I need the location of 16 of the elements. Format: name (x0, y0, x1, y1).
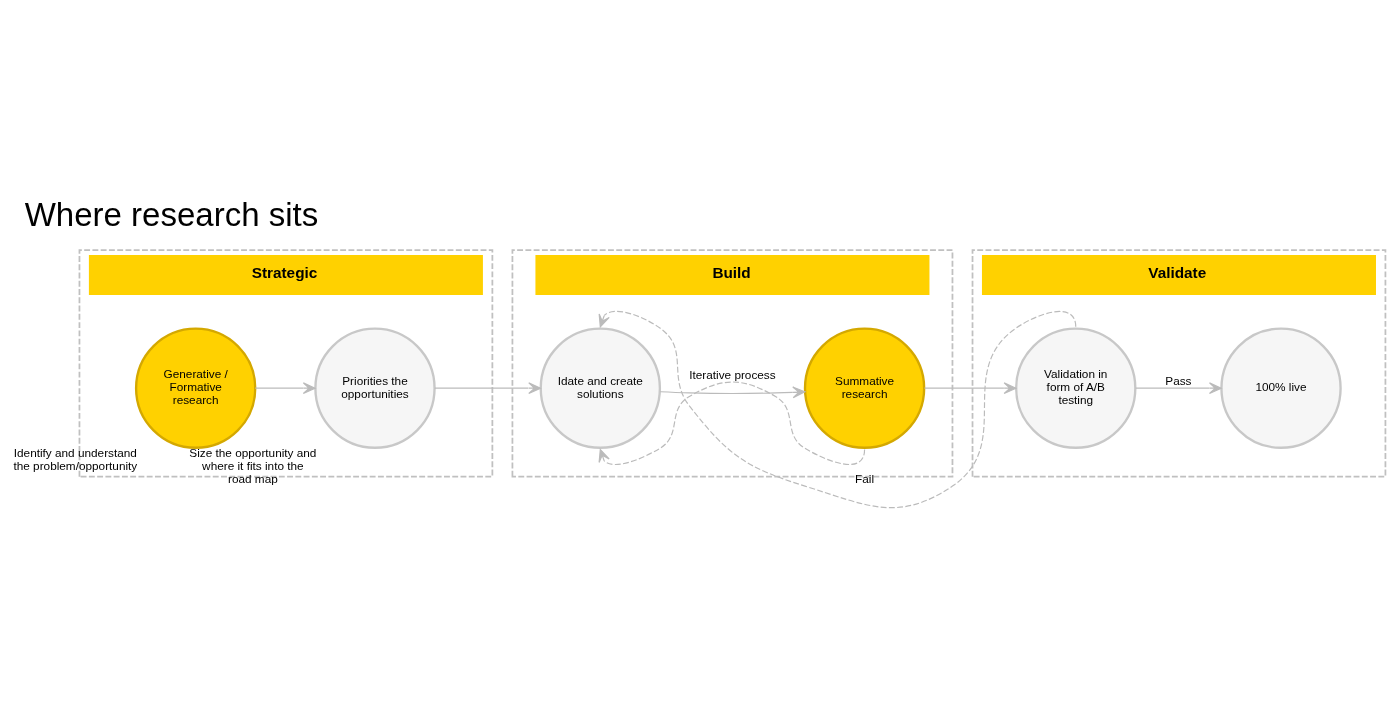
node-circle: Validation in form of A/B testing (1015, 327, 1137, 449)
edge-label: Pass (1165, 373, 1192, 387)
arrow (1135, 382, 1222, 395)
edge-label: Iterative process (689, 367, 776, 381)
arrow (659, 386, 806, 399)
arrow (254, 382, 316, 395)
arrow (598, 381, 866, 466)
arrow (598, 310, 1077, 509)
node-circle: 100% live (1220, 327, 1342, 449)
node-circle: Priorities the opportunities (314, 327, 436, 449)
node-circle: Generative / Formative research (134, 327, 257, 449)
node-circle: Idate and create solutions (539, 327, 662, 449)
diagram-title: Where research sits (24, 195, 319, 233)
arrow (923, 382, 1017, 395)
node-circle: Summative research (803, 327, 926, 449)
arrow (434, 382, 542, 395)
